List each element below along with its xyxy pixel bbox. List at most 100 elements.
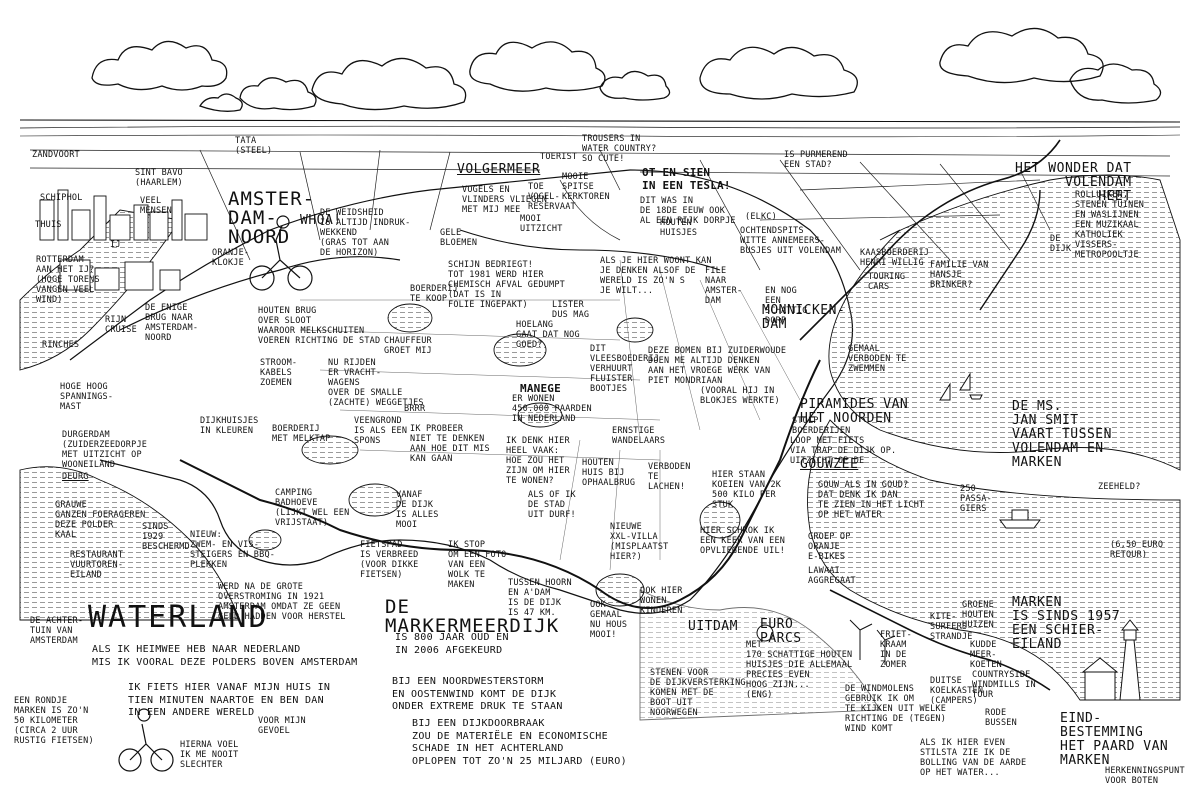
groep-e-bikes-note: GROEP OP ORANJE E-BIKES [808, 532, 851, 562]
volgermeer-label: VOLGERMEER [457, 162, 541, 177]
lister-note: LISTER DUS MAG [552, 300, 590, 320]
houten-huis-note: HOUTEN HUIS BIJ OPHAALBRUG [582, 458, 636, 488]
zandvoort-label: ZANDVOORT [32, 150, 80, 160]
groene-huizen-note: GROENE HOUTEN HUIZEN [962, 600, 994, 630]
tata-label: TATA (STEEL) [235, 136, 273, 156]
hoelang-note: HOELANG GAAT DAT NOG GOED? [516, 320, 580, 350]
loop-fiets-note: LOOP MET FIETS VIA TRAP DE DIJK OP. UITZ… [790, 436, 897, 466]
volendam-label: HET WONDER DAT VOLENDAM HEET [1015, 161, 1132, 204]
marken-label: MARKEN IS SINDS 1957 EEN SCHIER- EILAND [1012, 595, 1121, 652]
probeer-note: IK PROBEER NIET TE DENKEN AAN HOE DIT MI… [410, 424, 490, 464]
durgerdam-deurg: DEURG [62, 472, 89, 482]
vooral-note: (VOORAL HIJ IN BLOKJES WERKTE) [700, 386, 780, 406]
rondje-marken-note: EEN RONDJE MARKEN IS ZO'N 50 KILOMETER (… [14, 696, 94, 746]
ik-wonen-note: ALS JE HIER WOONT KAN JE DENKEN ALSOF DE… [600, 256, 712, 296]
rotterdam-note: ROTTERDAM AAN HET IJ? (HOGE TORENS VANGE… [36, 255, 100, 305]
paard-van-marken-label: EIND- BESTEMMING HET PAARD VAN MARKEN [1060, 711, 1169, 768]
noordwesterstorm-note: BIJ EEN NOORDWESTERSTORM EN OOSTENWIND K… [392, 676, 563, 712]
voor-mijn-gevoel-note: VOOR MIJN GEVOEL [258, 716, 306, 736]
ot-en-sien-note: OT EN SIEN IN EEN TESLA! [642, 166, 731, 192]
ook-gemaal-note: OOK GEMAAL NU HOUS MOOI! [590, 600, 628, 640]
kudde-note: KUDDE MEER- KOETEN [970, 640, 1002, 670]
schattige-huisjes-note: MET 170 SCHATTIGE HOUTEN HUISJES DIE ALL… [746, 640, 853, 700]
zeeheld-note: ZEEHELD? [1098, 482, 1141, 492]
vleesboerderij-note: DIT VLEESBOEDERIJ VERHUURT FLUISTER BOOT… [590, 344, 660, 394]
lighthouse [1081, 619, 1141, 701]
bicycle-riders [118, 215, 313, 772]
markermeerdijk-heading: DE MARKERMEERDIJK [385, 596, 560, 637]
dikes-roads [119, 139, 1061, 691]
herkenningspunt-label: HERKENNINGSPUNT VOOR BOTEN [1105, 766, 1185, 786]
schijn-bedriegt-note: SCHIJN BEDRIEGT! TOT 1981 WERD HIER CHEM… [448, 260, 565, 310]
heimwee-note: ALS IK HEIMWEE HEB NAAR NEDERLAND MIS IK… [92, 644, 358, 668]
rinches-label: RINCHES [42, 340, 80, 350]
stolp-note: STOLP BOERDERIJEN [792, 416, 851, 436]
houten-brug-note: HOUTEN BRUG OVER SLOOT WAAROOR MELKSCHUI… [258, 306, 381, 346]
ik-stop-note: IK STOP OM EEN FOTO VAN EEN WOLK TE MAKE… [448, 540, 507, 590]
manege-label: MANEGE [520, 382, 561, 395]
passagiers-note: 250 PASSA- GIERS [960, 484, 992, 514]
kitesurfers-note: KITE- SURFERS STRANDJE [930, 612, 973, 642]
rolluiken-note: ROLLUIKEN, STENEN TUINEN EN WASLIJNEN EE… [1075, 190, 1145, 260]
sint-bavo-label: SINT BAVO (HAARLEM) [135, 168, 183, 188]
stroomkabels-note: STROOM- KABELS ZOEMEN [260, 358, 298, 388]
map-title: WATERLAND [88, 600, 269, 635]
sinds-1929-note: SINDS 1929 BESCHERMD [142, 522, 190, 552]
restaurant-note: RESTAURANT VUURTOREN- EILAND [70, 550, 124, 580]
euro-parcs-label: EURO PARCS [760, 617, 802, 646]
durgerdam-note: DURGERDAM (ZUIDERZEEDORPJE MET UITZICHT … [62, 430, 148, 470]
gele-bloemen-note: GELE BLOEMEN [440, 228, 478, 248]
monnickendam-label: MONNICKEN- DAM [762, 303, 846, 332]
boerderij-melktap-note: BOERDERIJ MET MELKTAP [272, 424, 331, 444]
ik-denk-note: IK DENK HIER HEEL VAAK: HOE ZOU HET ZIJN… [506, 436, 570, 486]
ochtendspits-note: OCHTENDSPITS WITTE ANNEMEERS- BUSJES UIT… [740, 226, 842, 256]
amsterdam-noord-label: AMSTER- DAM- NOORD [228, 188, 316, 248]
weidsheid-note: DE WEIDSHEID IS ALTIJD INDRUK- WEKKEND (… [320, 208, 411, 258]
touringcars-note: TOURING CARS [868, 272, 906, 292]
markermeerdijk-age-note: IS 800 JAAR OUD EN IN 2006 AFGEKEURD [395, 632, 509, 656]
clouds [91, 27, 1162, 112]
piramides-label: PIRAMIDES VAN HET NOORDEN [800, 397, 909, 426]
windmolens-note: DE WINDMOLENS GEBRUIK IK OM TE KIJKEN UI… [845, 684, 947, 734]
enige-brug-note: DE ENIGE BRUG NAAR AMSTERDAM- NOORD [145, 303, 199, 343]
camping-note: CAMPING BADHOEVE (LIJKT WEL EEN VRIJSTAA… [275, 488, 350, 528]
tussen-hoorn-note: TUSSEN HOORN EN A'DAM IS DE DIJK IS 47 K… [508, 578, 572, 618]
boerderij-koop-note: BOERDERIJ TE KOOP [410, 284, 458, 304]
als-ik-durf-note: ALS OF IK DE STAD UIT DURF! [528, 490, 576, 520]
ms-jan-smit-label: DE MS. JAN SMIT VAART TUSSEN VOLENDAM EN… [1012, 399, 1112, 470]
vogels-note: VOGELS EN VLINDERS VLIEGEN MET MIJ MEE [462, 185, 548, 215]
bomen-note: DEZE BOMEN BIJ ZUIDERWOUDE DOEN ME ALTIJ… [648, 346, 787, 386]
fietspad-note: FIETSPAD IS VERBREED (VOOR DIKKE FIETSEN… [360, 540, 419, 580]
thuis-label: THUIS [35, 220, 62, 230]
vogelreservaat-note: TOE VOGEL- RESERVAAT [528, 182, 576, 212]
trousers-note: TROUSERS IN WATER COUNTRY? SO CUTE! [582, 134, 657, 164]
rode-bussen-note: RODE BUSSEN [985, 708, 1017, 728]
ernstige-note: ERNSTIGE WANDELAARS [612, 426, 666, 446]
mooie-spitse-note: MOOIE SPITSE KERKTOREN [562, 172, 610, 202]
als-ik-hier-note: ALS IK HIER EVEN STILSTA ZIE IK DE BOLLI… [920, 738, 1027, 778]
verboden-lachen-note: VERBODEN TE LACHEN! [648, 462, 691, 492]
polder-ditches [299, 259, 801, 571]
familie-hansje-note: FAMILIE VAN HANSJE BRINKER? [930, 260, 989, 290]
rijn-cruise-note: RIJN CRUISE [105, 315, 137, 335]
houten-huisjes-label: HOUTEN HUISJES [660, 218, 698, 238]
chauffeur-note: CHAUFFEUR GROET MIJ [384, 336, 432, 356]
water-bodies [19, 174, 1181, 721]
veengrond-note: VEENGROND IS ALS EEN SPONS [354, 416, 408, 446]
nieuwe-villa-note: NIEUWE XXL-VILLA (MISPLAATST HIER?) [610, 522, 669, 562]
toerist-note: TOERIST [540, 152, 578, 162]
countryside-note: COUNTRYSIDE WINDMILLS IN TOUR [972, 670, 1036, 700]
horizon [19, 119, 1181, 138]
windmills [849, 619, 896, 665]
brrr-note: BRRR [404, 404, 426, 414]
duitse-koelkasten-note: DUITSE KOELKASTEN (CAMPERS) [930, 676, 984, 706]
frietkraam-note: FRIET- KRAAM IN DE ZOMER [880, 630, 912, 670]
oranje-klokje-note: ORANJE- KLOKJE [212, 248, 250, 268]
veel-mensen-label: VEEL MENSEN [140, 196, 172, 216]
speed-sign [756, 624, 774, 642]
vanaf-dijk-note: VANAF DE DIJK IS ALLES MOOI [396, 490, 439, 530]
lawaai-note: LAWAAI AGGREGAAT [808, 566, 856, 586]
goud-note: GOUW ALS IN GOUD? DAT DENK IK DAN TE ZIE… [818, 480, 925, 520]
